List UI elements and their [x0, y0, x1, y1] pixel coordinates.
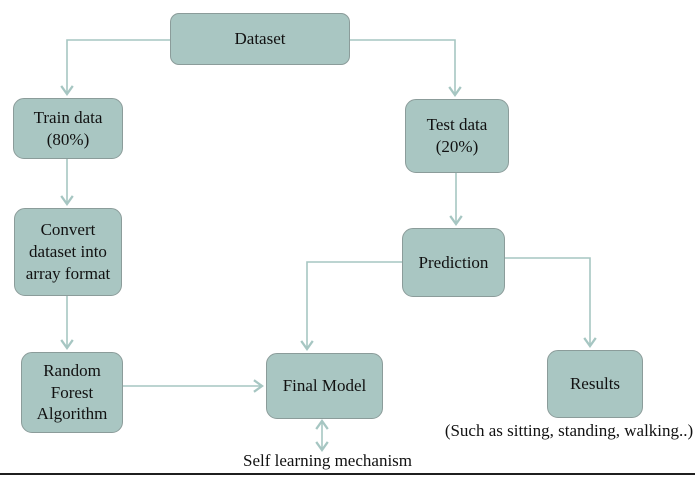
node-prediction: Prediction: [402, 228, 505, 297]
arrow-prediction-to-results: [505, 257, 597, 348]
self-learning-caption: Self learning mechanism: [243, 451, 413, 470]
node-random-forest-algorithm: Random Forest Algorithm: [21, 352, 123, 433]
arrow-prediction-to-final-model: [300, 261, 402, 351]
node-final-model: Final Model: [266, 353, 383, 419]
arrow-dataset-to-test: [350, 39, 462, 97]
bottom-divider: [0, 473, 695, 475]
node-convert-dataset: Convert dataset into array format: [14, 208, 122, 296]
node-dataset: Dataset: [170, 13, 350, 65]
node-results: Results: [547, 350, 643, 418]
node-train-data: Train data (80%): [13, 98, 123, 159]
arrow-dataset-to-train: [60, 39, 170, 96]
results-examples-caption: (Such as sitting, standing, walking..): [444, 421, 694, 440]
node-test-data: Test data (20%): [405, 99, 509, 173]
